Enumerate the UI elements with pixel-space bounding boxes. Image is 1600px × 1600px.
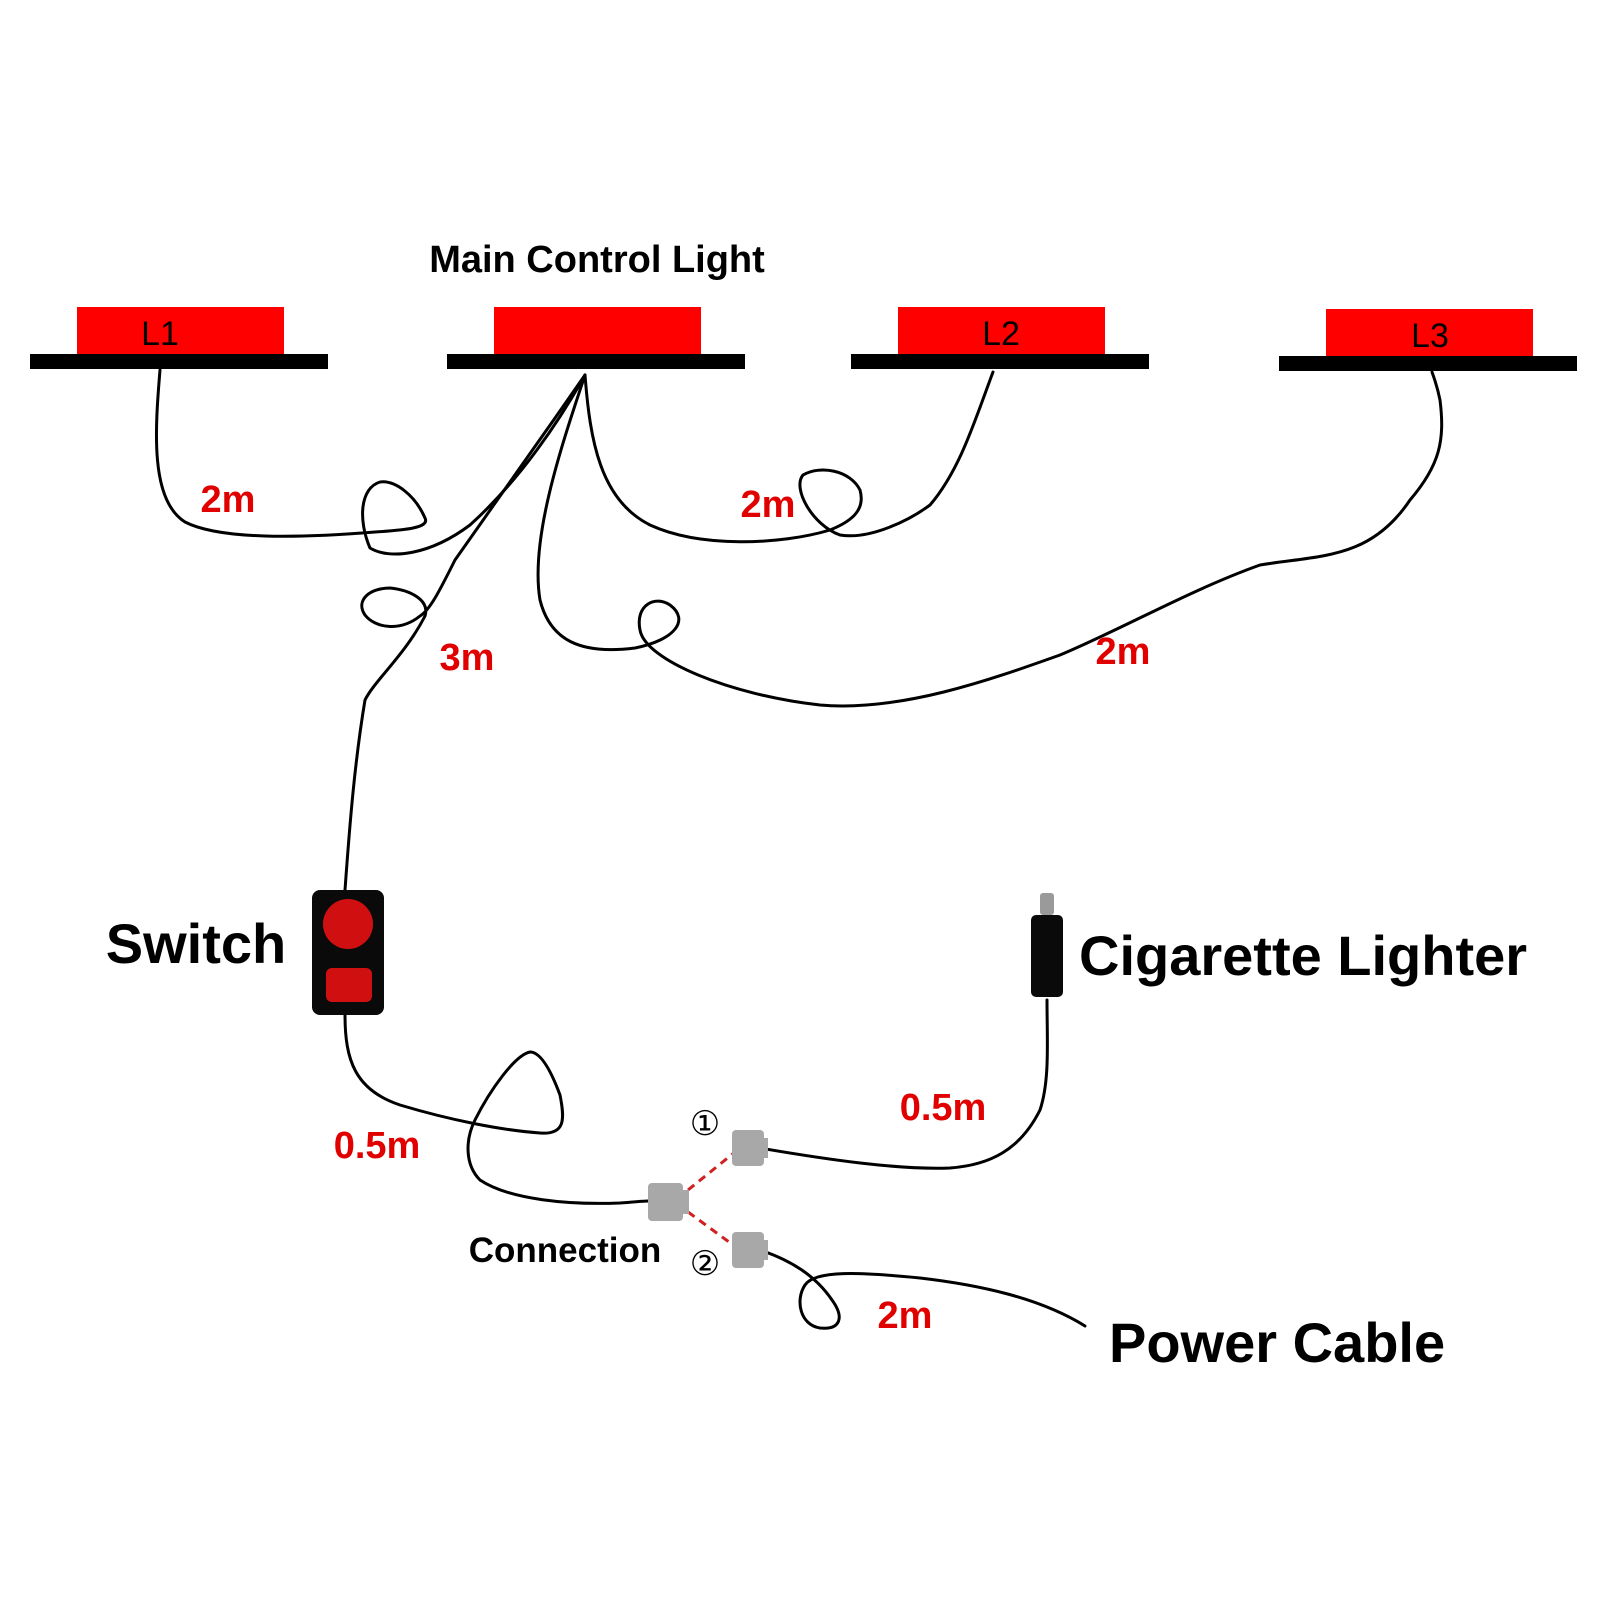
switch-box [312, 890, 384, 1015]
port-2-number: ② [690, 1244, 720, 1284]
l2-cable [583, 370, 995, 544]
switch-cable [343, 373, 587, 892]
cigarette-lighter-plug [1031, 893, 1063, 997]
connection-link-2 [687, 1210, 741, 1252]
main-connector [648, 1183, 689, 1221]
power-cable-label: Power Cable [1109, 1311, 1445, 1374]
length-l3-cable: 2m [1096, 631, 1151, 673]
l1-cable [154, 368, 587, 556]
lamp-l1-label: L1 [141, 315, 179, 353]
switch-to-connection-cable [343, 1013, 650, 1205]
lighter-cable [758, 998, 1049, 1170]
connection-link-1 [687, 1146, 741, 1192]
length-power-cable: 2m [878, 1295, 933, 1337]
length-switch-to-connection: 0.5m [334, 1125, 421, 1167]
lamp-l2: L2 [851, 307, 1149, 369]
main-control-lamp [447, 307, 745, 369]
power-cable-wire [758, 1248, 1087, 1330]
l3-cable [536, 370, 1444, 708]
port-1-number: ① [690, 1104, 720, 1144]
lamp-l2-label: L2 [982, 315, 1020, 353]
lamp-l3-label: L3 [1411, 317, 1449, 355]
connection-label: Connection [469, 1231, 661, 1270]
cigarette-lighter-label: Cigarette Lighter [1079, 924, 1527, 987]
lamp-l1: L1 [30, 307, 328, 369]
switch-label: Switch [106, 912, 286, 975]
connector-port-1 [732, 1130, 768, 1166]
length-lighter-cable: 0.5m [900, 1087, 987, 1129]
length-switch-cable: 3m [440, 637, 495, 679]
main-control-light-label: Main Control Light [429, 239, 765, 281]
length-l1-cable: 2m [201, 479, 256, 521]
lamp-l3: L3 [1279, 309, 1577, 371]
connector-port-2 [732, 1232, 768, 1268]
length-l2-cable: 2m [741, 484, 796, 526]
